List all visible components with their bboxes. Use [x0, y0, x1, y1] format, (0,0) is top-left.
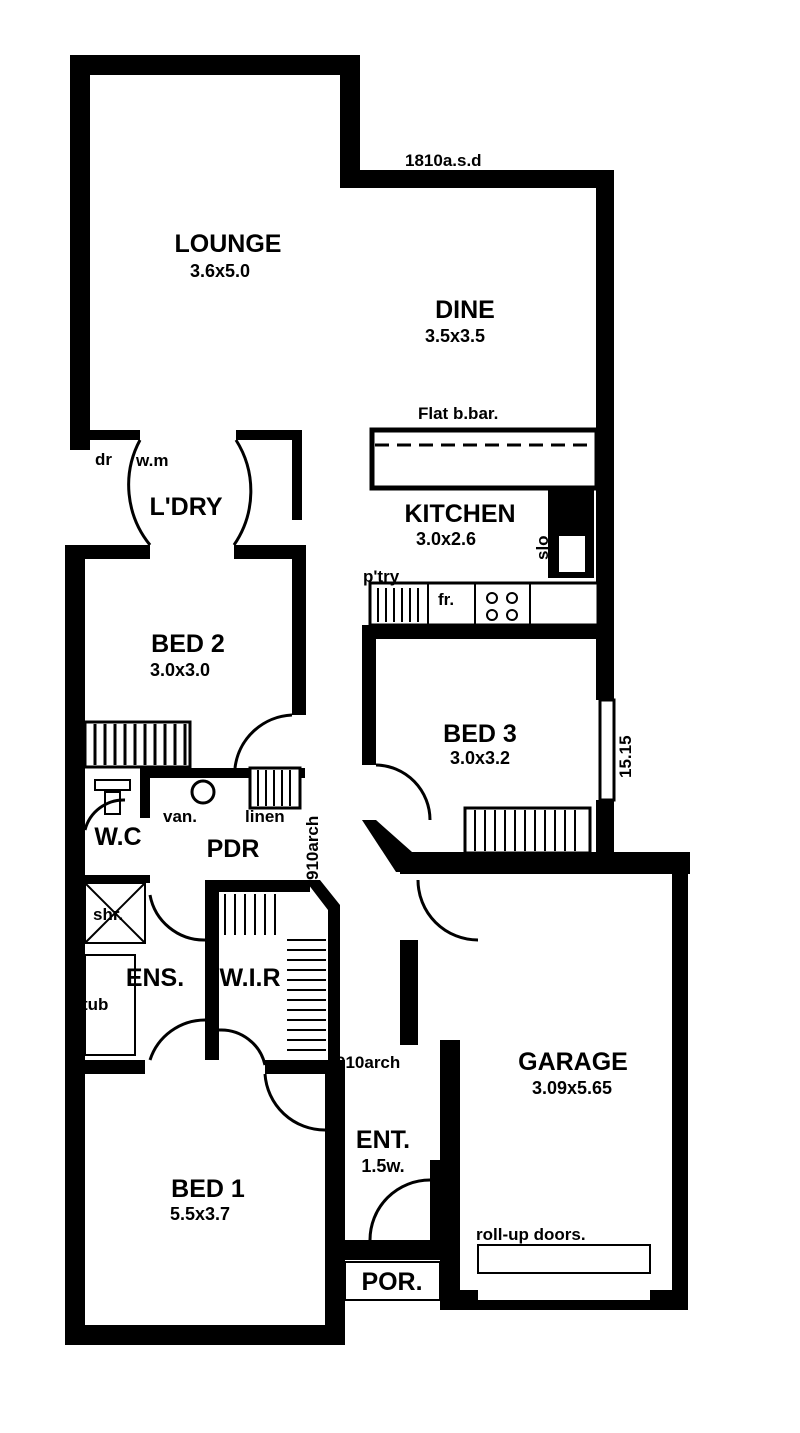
room-label-porch: POR. [361, 1268, 422, 1296]
note-breakfast-bar: Flat b.bar. [418, 404, 498, 423]
room-label-dine: DINE [435, 296, 495, 324]
room-label-garage: GARAGE [518, 1048, 628, 1076]
note-washing-machine: w.m [135, 451, 168, 470]
note-window-dine: 1810a.s.d [405, 151, 482, 170]
room-label-lounge: LOUNGE [175, 230, 282, 258]
room-label-bed2: BED 2 [151, 630, 225, 658]
room-label-bed3: BED 3 [443, 720, 517, 748]
room-size-bed3: 3.0x3.2 [450, 748, 510, 768]
note-garage-door: roll-up doors. [476, 1225, 586, 1244]
room-size-lounge: 3.6x5.0 [190, 261, 250, 281]
room-label-wc: W.C [94, 823, 141, 851]
door-swings [83, 439, 479, 1241]
room-label-ensuite: ENS. [126, 964, 184, 992]
room-label-entry: ENT. [356, 1126, 410, 1154]
room-label-laundry: L'DRY [149, 493, 222, 521]
note-dryer: dr [95, 450, 112, 469]
walls [65, 55, 690, 1345]
room-size-garage: 3.09x5.65 [532, 1078, 612, 1098]
room-size-entry: 1.5w. [361, 1156, 404, 1176]
note-arch-pdr: 910arch [303, 816, 322, 880]
room-size-dine: 3.5x3.5 [425, 326, 485, 346]
note-fridge: fr. [438, 590, 454, 609]
note-tub: tub [82, 995, 108, 1014]
note-vanity: van. [163, 807, 197, 826]
note-shower: shr. [93, 905, 123, 924]
room-label-kitchen: KITCHEN [404, 500, 515, 528]
note-window-bed3: 15.15 [616, 735, 635, 778]
room-size-bed2: 3.0x3.0 [150, 660, 210, 680]
room-label-pdr: PDR [207, 835, 260, 863]
room-label-wir: W.I.R [219, 964, 280, 992]
note-pantry: p'try [363, 567, 400, 586]
room-size-kitchen: 3.0x2.6 [416, 529, 476, 549]
note-linen: linen [245, 807, 285, 826]
note-stove: slo [533, 535, 552, 560]
note-arch-ent: 910arch [336, 1053, 400, 1072]
room-label-bed1: BED 1 [171, 1175, 245, 1203]
room-size-bed1: 5.5x3.7 [170, 1204, 230, 1224]
